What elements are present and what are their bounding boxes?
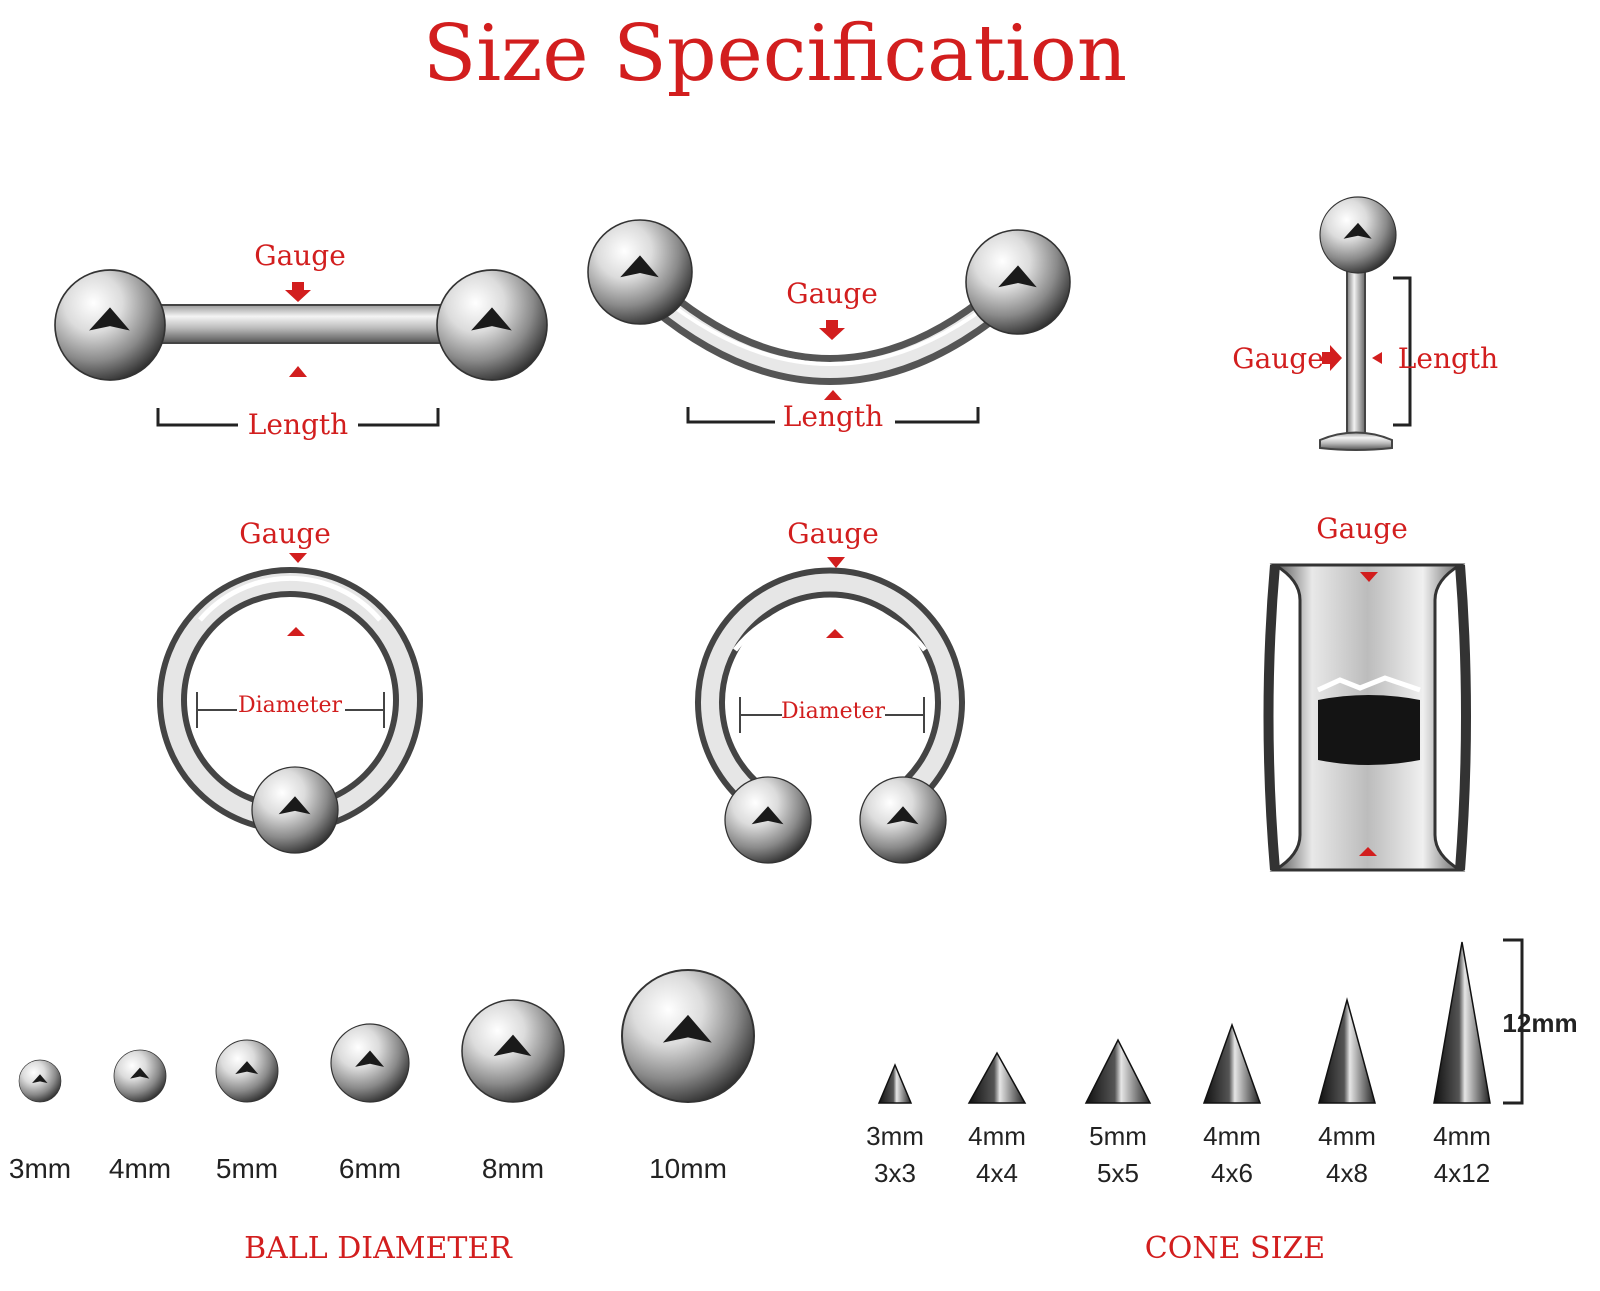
gauge-label: Gauge	[787, 517, 879, 550]
gauge-label: Gauge	[1232, 342, 1324, 375]
cone-dimension-label: 4x4	[976, 1158, 1018, 1188]
diameter-marker	[739, 697, 925, 733]
ball-sample	[622, 970, 754, 1102]
cone-sample	[1202, 1022, 1262, 1104]
labret-diagram: Gauge Length	[1232, 197, 1498, 451]
cone-dimension-label: 4x6	[1211, 1158, 1253, 1188]
cone-sample	[1318, 997, 1376, 1104]
gauge-arrow-down	[819, 320, 845, 340]
cone-base-label: 3mm	[866, 1121, 924, 1151]
ball-size-label: 6mm	[339, 1153, 401, 1184]
gauge-label: Gauge	[786, 277, 878, 310]
length-bracket	[1393, 276, 1412, 427]
gauge-arrow-right	[1322, 345, 1342, 371]
cone-size-item: 4mm 4x12	[1433, 941, 1491, 1188]
labret-post	[1346, 264, 1366, 441]
length-label: Length	[248, 408, 348, 441]
gauge-arrow-down	[1360, 572, 1378, 582]
gauge-arrow-down	[827, 557, 845, 568]
ball-size-label: 3mm	[9, 1153, 71, 1184]
gauge-label: Gauge	[1316, 512, 1408, 545]
gauge-arrow-up	[289, 366, 307, 377]
cone-size-caption: CONE SIZE	[1145, 1231, 1325, 1266]
horseshoe-left-ball	[725, 777, 811, 863]
cone-height-bracket	[1503, 938, 1524, 1105]
horseshoe-right-ball	[860, 777, 946, 863]
cone-dimension-label: 4x8	[1326, 1158, 1368, 1188]
gauge-label: Gauge	[239, 517, 331, 550]
ball-sample	[462, 1000, 564, 1102]
ball-size-item: 8mm	[462, 1000, 564, 1184]
cone-height-label: 12mm	[1502, 1008, 1577, 1038]
cone-base-label: 5mm	[1089, 1121, 1147, 1151]
cone-dimension-label: 3x3	[874, 1158, 916, 1188]
tunnel-plug-diagram: Gauge	[1263, 512, 1471, 872]
ball-size-label: 10mm	[649, 1153, 727, 1184]
captive-bead-ring-diagram: Gauge Diameter	[157, 517, 423, 853]
ball-size-item: 3mm	[9, 1060, 71, 1184]
ball-size-label: 8mm	[482, 1153, 544, 1184]
curved-barbell-diagram: Gauge Length	[588, 220, 1070, 433]
page-title: Size Specification	[423, 9, 1127, 99]
labret-disc	[1319, 431, 1393, 451]
barbell-right-ball	[437, 270, 547, 380]
cone-base-label: 4mm	[1433, 1121, 1491, 1151]
gauge-arrow-up	[1359, 847, 1377, 856]
ball-sample	[114, 1050, 166, 1102]
barbell-left-ball	[55, 270, 165, 380]
ball-diameter-caption: BALL DIAMETER	[244, 1231, 513, 1266]
ball-sample	[216, 1040, 278, 1102]
cone-base-label: 4mm	[1203, 1121, 1261, 1151]
ball-size-label: 4mm	[109, 1153, 171, 1184]
cone-dimension-label: 4x12	[1434, 1158, 1490, 1188]
horseshoe-ring-diagram: Gauge Diameter	[695, 517, 950, 863]
captive-bead	[252, 767, 338, 853]
ball-size-item: 6mm	[331, 1024, 409, 1184]
length-label: Length	[783, 400, 883, 433]
diameter-label: Diameter	[781, 699, 886, 724]
diameter-label: Diameter	[238, 693, 343, 718]
diameter-marker	[196, 692, 385, 728]
curved-right-ball	[966, 230, 1070, 334]
cone-base-label: 4mm	[1318, 1121, 1376, 1151]
length-label: Length	[1398, 342, 1498, 375]
ball-diameter-chart: 3mm 4mm 5mm 6mm 8mm 10mm	[9, 970, 754, 1184]
length-bracket	[686, 407, 980, 424]
gauge-arrow-left	[1372, 352, 1382, 364]
ball-size-item: 10mm	[622, 970, 754, 1184]
curved-left-ball	[588, 220, 692, 324]
cone-sample	[967, 1051, 1027, 1104]
gauge-arrow-down	[289, 553, 307, 563]
straight-barbell-diagram: Gauge Length	[55, 239, 547, 441]
ball-size-item: 5mm	[216, 1040, 278, 1184]
gauge-arrow-up	[287, 627, 305, 636]
gauge-arrow-up	[824, 390, 842, 400]
barbell-bar	[149, 304, 446, 344]
labret-ball	[1320, 197, 1396, 273]
cone-base-label: 4mm	[968, 1121, 1026, 1151]
gauge-label: Gauge	[254, 239, 346, 272]
cone-sample	[877, 1063, 913, 1104]
ball-sample	[331, 1024, 409, 1102]
length-bracket	[156, 408, 440, 427]
ball-size-label: 5mm	[216, 1153, 278, 1184]
cone-sample	[1084, 1038, 1152, 1104]
gauge-arrow-up	[826, 629, 844, 638]
gauge-arrow-down	[285, 282, 311, 302]
ball-size-item: 4mm	[109, 1050, 171, 1184]
ball-sample	[19, 1060, 61, 1102]
cone-dimension-label: 5x5	[1097, 1158, 1139, 1188]
cone-sample	[1433, 941, 1491, 1104]
